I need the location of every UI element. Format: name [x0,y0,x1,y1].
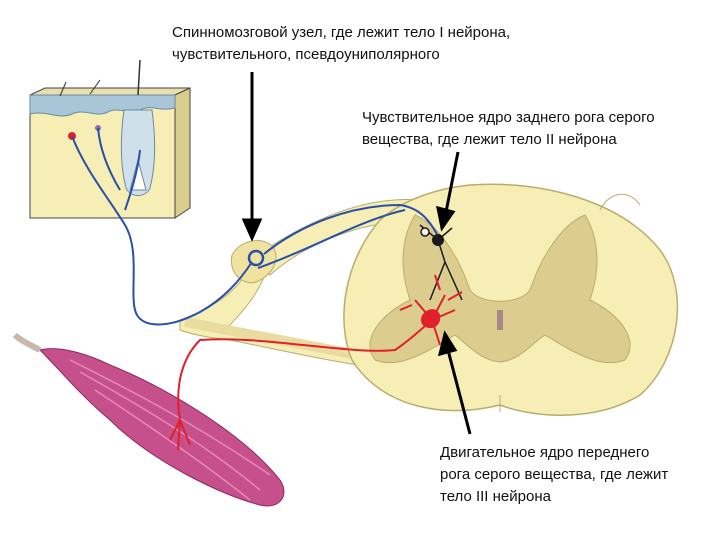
muscle [12,332,285,507]
label-spinal-ganglion: Спинномозговой узел, где лежит тело I не… [172,22,510,66]
label-line: Двигательное ядро переднего [440,444,650,461]
sensory-nucleus [419,224,463,301]
label-line: вещества, где лежит тело II нейрона [362,131,617,148]
skin-epidermis [29,94,176,117]
label-line: Чувствительное ядро заднего рога серого [362,109,655,126]
spinal-cord [343,183,679,416]
motor-neuron-body [421,309,441,329]
label-line: рога серого вещества, где лежит [440,466,669,483]
label-line: чувствительного, псевдоуниполярного [172,46,440,63]
ganglion-neuron [247,249,265,267]
ganglion-body [230,240,277,284]
motor-fiber [169,274,463,451]
label-line: Спинномозговой узел, где лежит тело I не… [172,24,511,41]
label-sensory-nucleus: Чувствительное ядро заднего рога серого … [362,107,655,151]
arrow-motor-nucleus [446,349,472,435]
pointer-arrows [241,72,472,435]
hair-follicle [120,109,156,196]
label-line: тело III нейрона [440,488,551,505]
label-motor-nucleus: Двигательное ядро переднего рога серого … [440,442,668,508]
arrow-sensory-nucleus [444,151,460,213]
skin-block [29,59,191,219]
sensory-fiber [71,127,441,326]
